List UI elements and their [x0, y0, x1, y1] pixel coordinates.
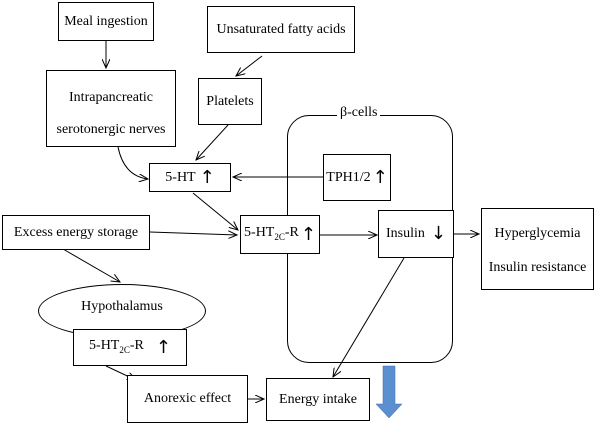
five-ht-label: 5-HT — [165, 169, 196, 185]
excess-energy-label: Excess energy storage — [13, 224, 139, 240]
down-block-arrow-icon — [375, 365, 403, 419]
up-arrow-icon: ↑ — [199, 166, 215, 188]
unsaturated-fatty-acids-label: Unsaturated fatty acids — [216, 21, 346, 37]
receptor2-label: 5-HT2C-R — [89, 337, 144, 355]
energy-intake-box: Energy intake — [266, 378, 370, 421]
five-ht-box: 5-HT ↑ — [149, 163, 231, 192]
energy-intake-label: Energy intake — [279, 391, 357, 407]
meal-ingestion-label: Meal ingestion — [64, 13, 148, 29]
arrow-excess-to-hypothalamus — [62, 248, 120, 282]
beta-cells-label: β-cells — [337, 105, 381, 121]
intrapancreatic-nerves-box: Intrapancreatic serotonergic nerves — [46, 70, 176, 147]
arrow-insulin-to-energy — [333, 257, 405, 377]
down-arrow-icon: ↓ — [430, 223, 446, 244]
insulin-label: Insulin — [386, 226, 425, 241]
tph-box: TPH1/2 ↑ — [323, 154, 391, 201]
up-arrow-icon: ↑ — [155, 336, 171, 358]
insulin-box: Insulin ↓ — [378, 210, 454, 258]
up-arrow-icon: ↑ — [372, 166, 388, 188]
anorexic-label: Anorexic effect — [143, 391, 232, 406]
intrapancreatic-label-line1: Intrapancreatic — [69, 90, 153, 105]
arrow-excess-to-receptor — [149, 232, 237, 235]
arrow-fatty-to-platelets — [236, 55, 263, 76]
anorexic-effect-box: Anorexic effect — [127, 375, 248, 423]
unsaturated-fatty-acids-box: Unsaturated fatty acids — [207, 6, 355, 53]
excess-energy-box: Excess energy storage — [2, 215, 150, 250]
intrapancreatic-label-line2: serotonergic nerves — [56, 122, 166, 137]
platelets-label: Platelets — [206, 93, 254, 109]
up-arrow-icon: ↑ — [300, 223, 316, 245]
insulin-resistance-label: Insulin resistance — [488, 260, 587, 275]
platelets-box: Platelets — [198, 78, 262, 125]
receptor-label: 5-HT2C-R — [244, 224, 299, 242]
meal-ingestion-box: Meal ingestion — [58, 2, 154, 41]
hypothalamus-label: Hypothalamus — [81, 299, 163, 314]
hyperglycemia-label: Hyperglycemia — [494, 226, 581, 241]
receptor-box: 5-HT2C-R ↑ — [240, 215, 320, 254]
arrow-5ht-to-receptor — [192, 192, 238, 230]
tph-label: TPH1/2 — [326, 169, 371, 185]
hyperglycemia-box: Hyperglycemia Insulin resistance — [481, 208, 594, 290]
arrow-nerves-to-5ht — [117, 146, 148, 179]
receptor2-box: 5-HT2C-R ↑ — [73, 329, 187, 366]
arrow-platelets-to-5ht — [196, 124, 229, 160]
